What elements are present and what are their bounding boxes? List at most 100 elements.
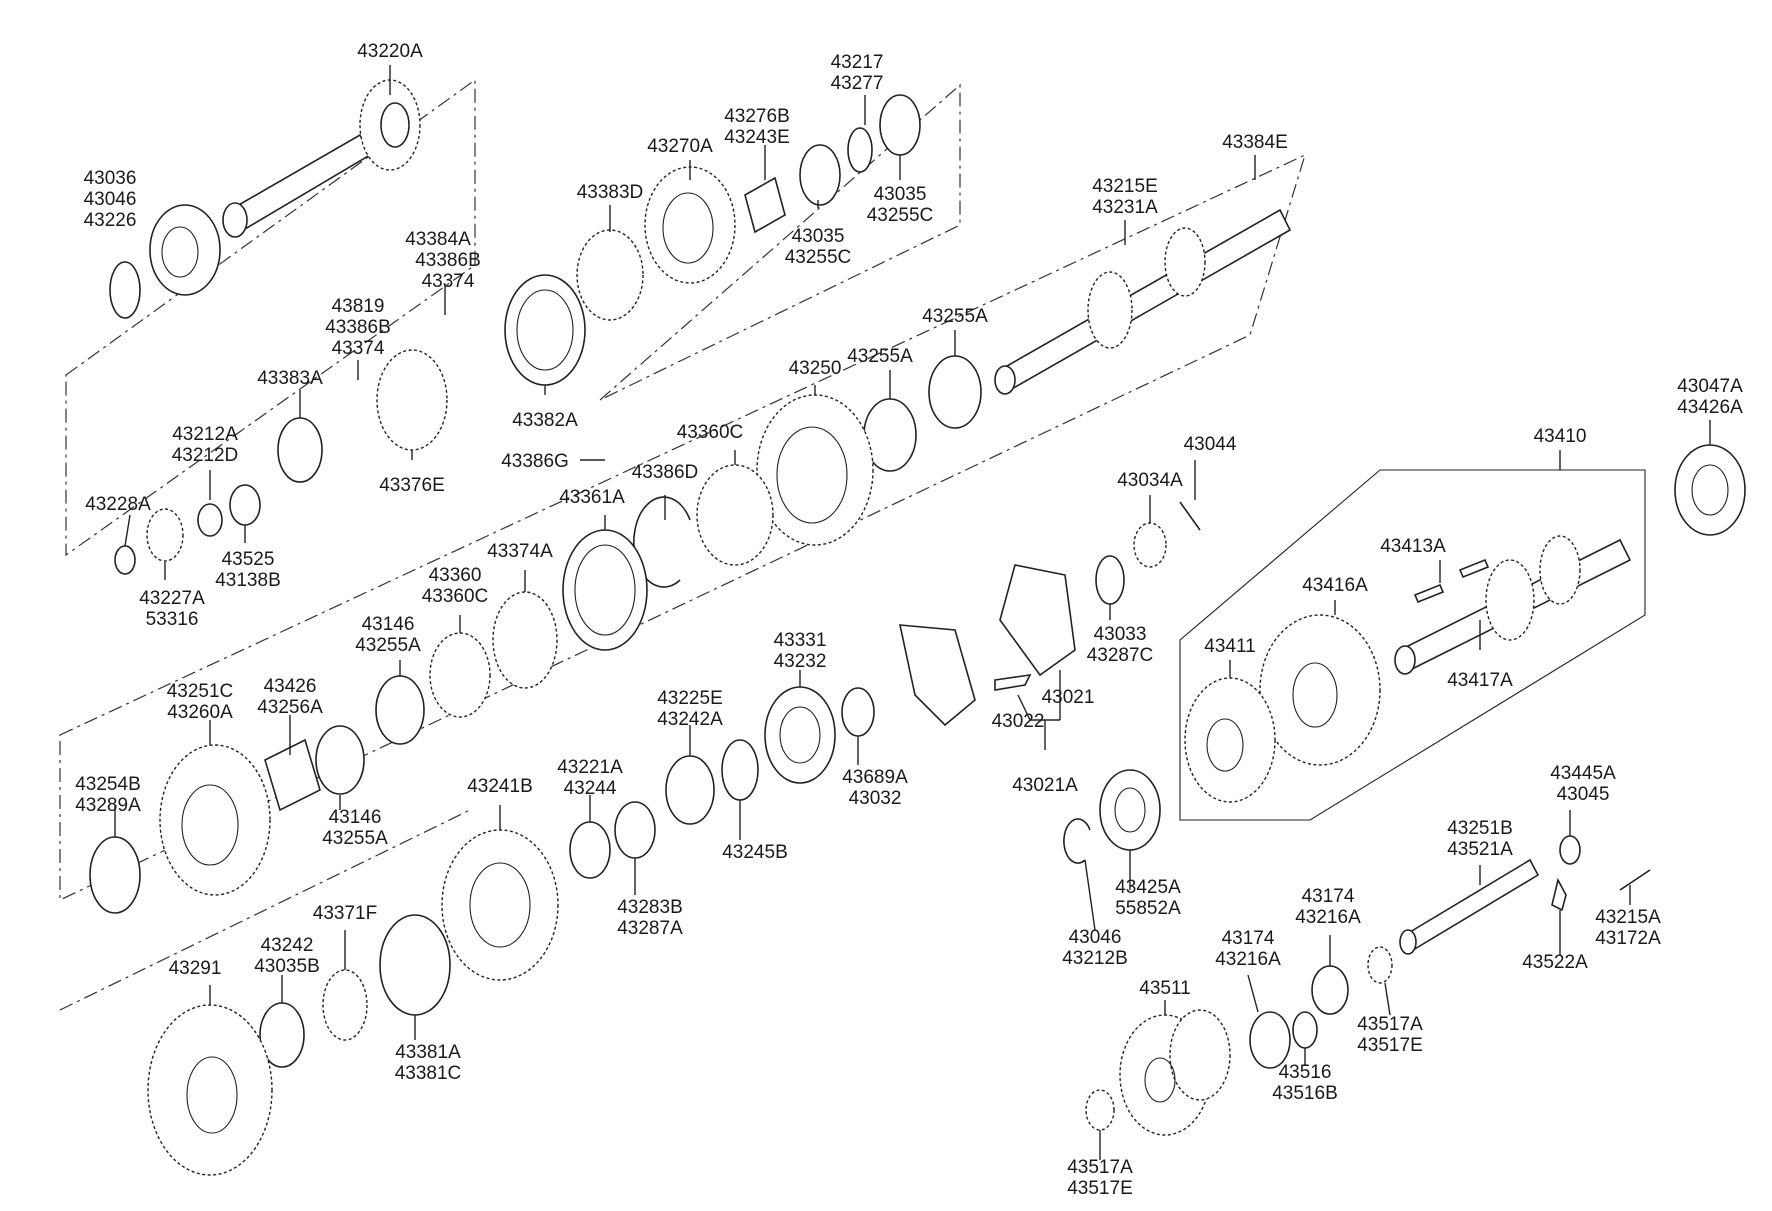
small-parts-left-drawing [114, 484, 261, 575]
sleeve-43361A-drawing [562, 529, 648, 651]
callout-43384E: 43384E [1222, 132, 1288, 153]
gear-43411-drawing [1184, 677, 1276, 803]
callout-43255A-upper: 43255A [922, 306, 988, 327]
callout-43374A: 43374A [487, 541, 553, 562]
gear-43250-drawing [756, 394, 874, 546]
input-shaft-drawing [222, 79, 421, 238]
bearings-43255A-drawing [863, 355, 982, 472]
sleeve-43276B-drawing [744, 176, 786, 234]
bearing-43254B-drawing [89, 836, 141, 914]
callout-43360C: 43360C [677, 422, 744, 443]
bearings-43174-drawing [1249, 965, 1349, 1069]
input-shaft-group-boundary [65, 78, 476, 557]
callout-43220A: 43220A [357, 41, 423, 62]
callout-43382A: 43382A [512, 410, 578, 431]
callout-43255A-lower: 43255A [847, 346, 913, 367]
callout-43291: 43291 [169, 958, 222, 979]
callout-43410: 43410 [1534, 426, 1587, 447]
sleeve-43382A-drawing [504, 274, 586, 386]
callout-43021A: 43021A [1012, 775, 1078, 796]
callout-43228A: 43228A [85, 494, 151, 515]
ring-43383A-drawing [277, 417, 323, 483]
countershaft-43417A-drawing [1394, 535, 1632, 675]
gear-43291-drawing [147, 1004, 273, 1176]
callout-43022: 43022 [992, 711, 1045, 732]
bearing-43425A-drawing [1063, 769, 1161, 864]
gear-43416A-drawing [1259, 614, 1381, 766]
gear-43270A-drawing [644, 166, 736, 284]
bearing-43036-drawing [109, 204, 221, 319]
sleeve-43381A-drawing [379, 914, 451, 1016]
callout-43376E: 43376E [379, 475, 445, 496]
callout-43371F: 43371F [313, 903, 377, 924]
callout-43245B: 43245B [722, 842, 788, 863]
sleeve-43426-drawing [264, 738, 321, 812]
cover-plate-drawing [898, 564, 1076, 727]
bearings-43146-drawing [315, 675, 425, 795]
pin-43044-drawing [1179, 501, 1201, 531]
callout-43270A: 43270A [647, 136, 713, 157]
callout-43034A: 43034A [1117, 470, 1183, 491]
callout-43416A: 43416A [1302, 575, 1368, 596]
bearing-43331-drawing [764, 686, 836, 784]
keys-43413A-drawing [1413, 558, 1490, 604]
part-drawings [89, 79, 1746, 1176]
callout-43383D: 43383D [577, 182, 644, 203]
callout-43417A: 43417A [1447, 670, 1513, 691]
washer-43689A-drawing [841, 687, 875, 737]
lower-gear-group-boundary [59, 809, 471, 1011]
callout-43386D: 43386D [632, 462, 699, 483]
callout-43413A: 43413A [1380, 536, 1446, 557]
ring-43360-drawing [429, 632, 491, 718]
nut-washer-43034A-drawing [1095, 522, 1167, 605]
hub-43374A-drawing [492, 591, 558, 689]
bearing-43225E-drawing [665, 739, 759, 825]
gear-43241B-drawing [441, 829, 559, 981]
callout-43511: 43511 [1139, 978, 1190, 999]
ring-43360C-drawing [696, 464, 774, 566]
bearing-43047A-drawing [1674, 444, 1746, 536]
reverse-small-parts-drawing [1551, 835, 1651, 912]
callout-43361A: 43361A [559, 487, 625, 508]
group-boundaries [59, 78, 1646, 1011]
callout-43250: 43250 [789, 358, 842, 379]
callout-43386G: 43386G [501, 451, 569, 472]
leader-lines [114, 65, 1711, 1160]
callout-43522A: 43522A [1522, 952, 1588, 973]
callout-43383A: 43383A [257, 368, 323, 389]
callout-43411: 43411 [1204, 636, 1255, 657]
gear-43251C-drawing [159, 744, 271, 896]
callout-43044: 43044 [1184, 434, 1237, 455]
rings-43221A-drawing [569, 801, 656, 879]
